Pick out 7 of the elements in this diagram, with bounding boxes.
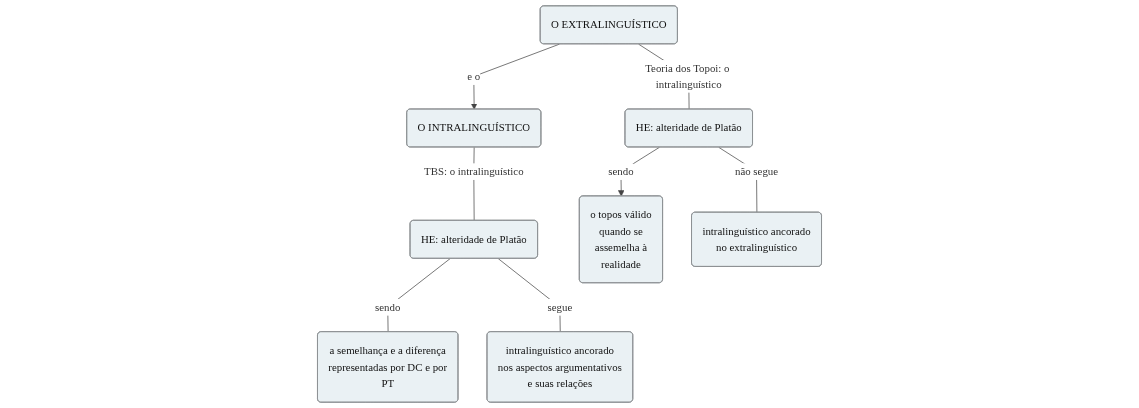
edge-label: Teoria dos Topoi: o intralinguístico [645,62,730,91]
edge-label: TBS: o intralinguístico [424,165,524,178]
edge-label: não segue [734,165,779,178]
edge-label: sendo [608,165,634,178]
edge-label: e o [467,70,481,82]
edge-label: segue [547,301,573,313]
edge-label: sendo [375,301,401,313]
